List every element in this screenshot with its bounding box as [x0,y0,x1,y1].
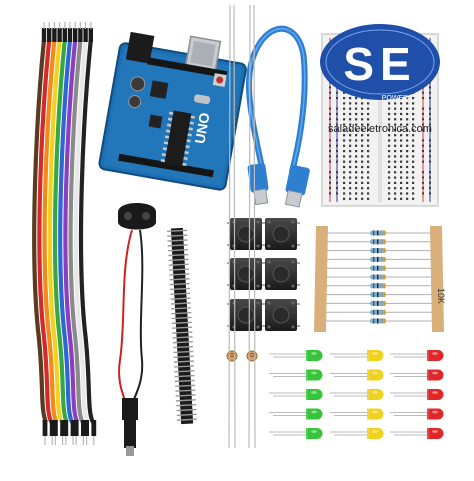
led-red-icon [390,428,444,439]
push-buttons [227,218,300,331]
resistor-strip: 10K [314,226,446,332]
push-button-icon [227,299,265,331]
resistor-icon [326,292,432,298]
board-label: UNO [191,111,212,145]
resistor-icon [326,283,432,289]
jumper-wires [32,22,97,445]
resistor-icon [326,309,432,315]
resistor-icon [326,230,432,236]
pin-header-strip [166,227,197,425]
push-button-icon [227,218,265,250]
resistor-icon [326,239,432,245]
led-yellow-icon [330,389,384,400]
led-red-icon [390,350,444,361]
resistor-tape-label: 10K [436,288,446,304]
watermark-letters: SE [343,38,416,90]
led-green-icon [269,408,323,420]
push-button-icon [227,258,265,290]
watermark-site: saladeeletronica.com [328,123,432,135]
microcontroller-chip-icon [164,110,192,167]
push-button-icon [262,218,300,250]
led-green-icon [269,350,323,361]
resistor-icon [326,256,432,262]
led-yellow-icon [330,350,384,361]
led-red-icon [390,369,444,381]
led-green-icon [269,428,323,439]
watermark-logo: SE POWER [320,24,440,102]
led-red-icon [390,389,444,400]
led-green-icon [269,369,323,381]
resistor-icon [326,274,432,280]
led-yellow-icon [330,428,384,439]
push-button-icon [262,258,300,290]
resistor-icon [326,318,432,324]
resistor-icon [326,300,432,306]
battery-clip [118,203,156,456]
led-yellow-icon [330,408,384,420]
led-grid [269,350,444,439]
led-green-icon [269,389,323,400]
ldr-sensors [226,4,258,449]
power-jack-icon [125,31,155,64]
led-red-icon [390,408,444,420]
push-button-icon [262,299,300,331]
usb-cable [245,25,310,208]
power-label: POWER [382,95,408,102]
led-yellow-icon [330,369,384,381]
resistor-icon [326,248,432,254]
resistor-icon [326,265,432,271]
arduino-uno-board: UNO [98,31,247,191]
